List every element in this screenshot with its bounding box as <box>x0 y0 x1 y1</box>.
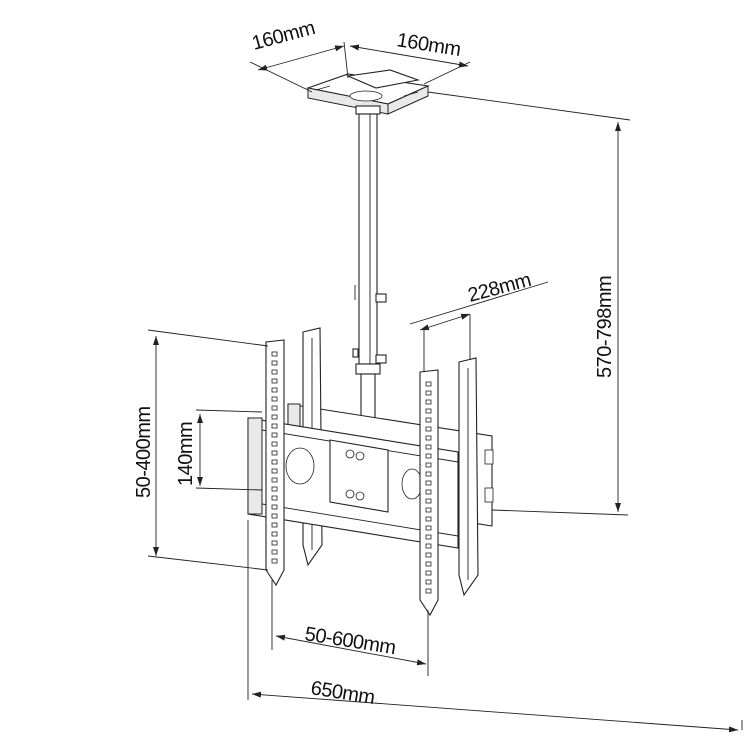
dim-overall-width: 650mm <box>309 677 376 709</box>
rail-slot <box>271 522 278 528</box>
front-rails <box>265 339 439 617</box>
rail-slot <box>425 543 432 549</box>
rail-slot <box>425 561 432 567</box>
rail-slot <box>425 444 432 450</box>
dim-plate-height: 140mm <box>175 422 197 486</box>
rail-slot <box>271 423 278 429</box>
rail-slot <box>271 441 278 447</box>
rail-slot <box>425 381 432 387</box>
rail-slot <box>425 489 432 495</box>
rail-slot <box>271 540 278 546</box>
rail-slot <box>425 498 432 504</box>
telescopic-pole <box>352 105 387 427</box>
rail-slot <box>425 426 432 432</box>
rail-slot <box>271 378 278 384</box>
rail-slot <box>425 480 432 486</box>
rail-slot <box>271 459 278 465</box>
rail-slot <box>271 405 278 411</box>
rail-slot <box>425 390 432 396</box>
rail-slot <box>425 534 432 540</box>
rail-slot <box>271 351 278 357</box>
rail-slot <box>271 450 278 456</box>
dim-top-left: 160mm <box>250 17 318 55</box>
rail-slot <box>271 513 278 519</box>
rail-slot <box>271 486 278 492</box>
rail-slot <box>425 570 432 576</box>
rail-slot <box>425 453 432 459</box>
rail-slot <box>271 495 278 501</box>
rail-slot <box>425 507 432 513</box>
rail-slot <box>271 504 278 510</box>
rail-slot <box>271 432 278 438</box>
rail-slot <box>425 408 432 414</box>
rail-slot <box>271 468 278 474</box>
rail-slot <box>271 549 278 555</box>
rail-slot <box>271 531 278 537</box>
rail-slot <box>271 396 278 402</box>
dim-top-right: 160mm <box>395 29 462 61</box>
rail-slot <box>425 579 432 585</box>
rail-slot <box>425 462 432 468</box>
dim-pole-height: 570-798mm <box>594 276 616 378</box>
dim-vertical-range: 50-400mm <box>133 406 155 498</box>
rail-slot <box>271 477 278 483</box>
rail-slot <box>271 414 278 420</box>
dim-horizontal-range: 50-600mm <box>303 623 397 659</box>
rail-slot <box>425 588 432 594</box>
rail-slot <box>425 525 432 531</box>
rail-slot <box>425 399 432 405</box>
rail-slot <box>271 360 278 366</box>
rail-slot <box>271 387 278 393</box>
rail-slot <box>425 435 432 441</box>
rail-slot <box>271 558 278 564</box>
rail-slot <box>425 417 432 423</box>
rail-slot <box>271 369 278 375</box>
dimension-lines <box>147 41 743 733</box>
rail-slot <box>425 552 432 558</box>
rail-slot <box>425 516 432 522</box>
dim-arm-depth: 228mm <box>466 269 534 307</box>
rail-slot <box>425 471 432 477</box>
